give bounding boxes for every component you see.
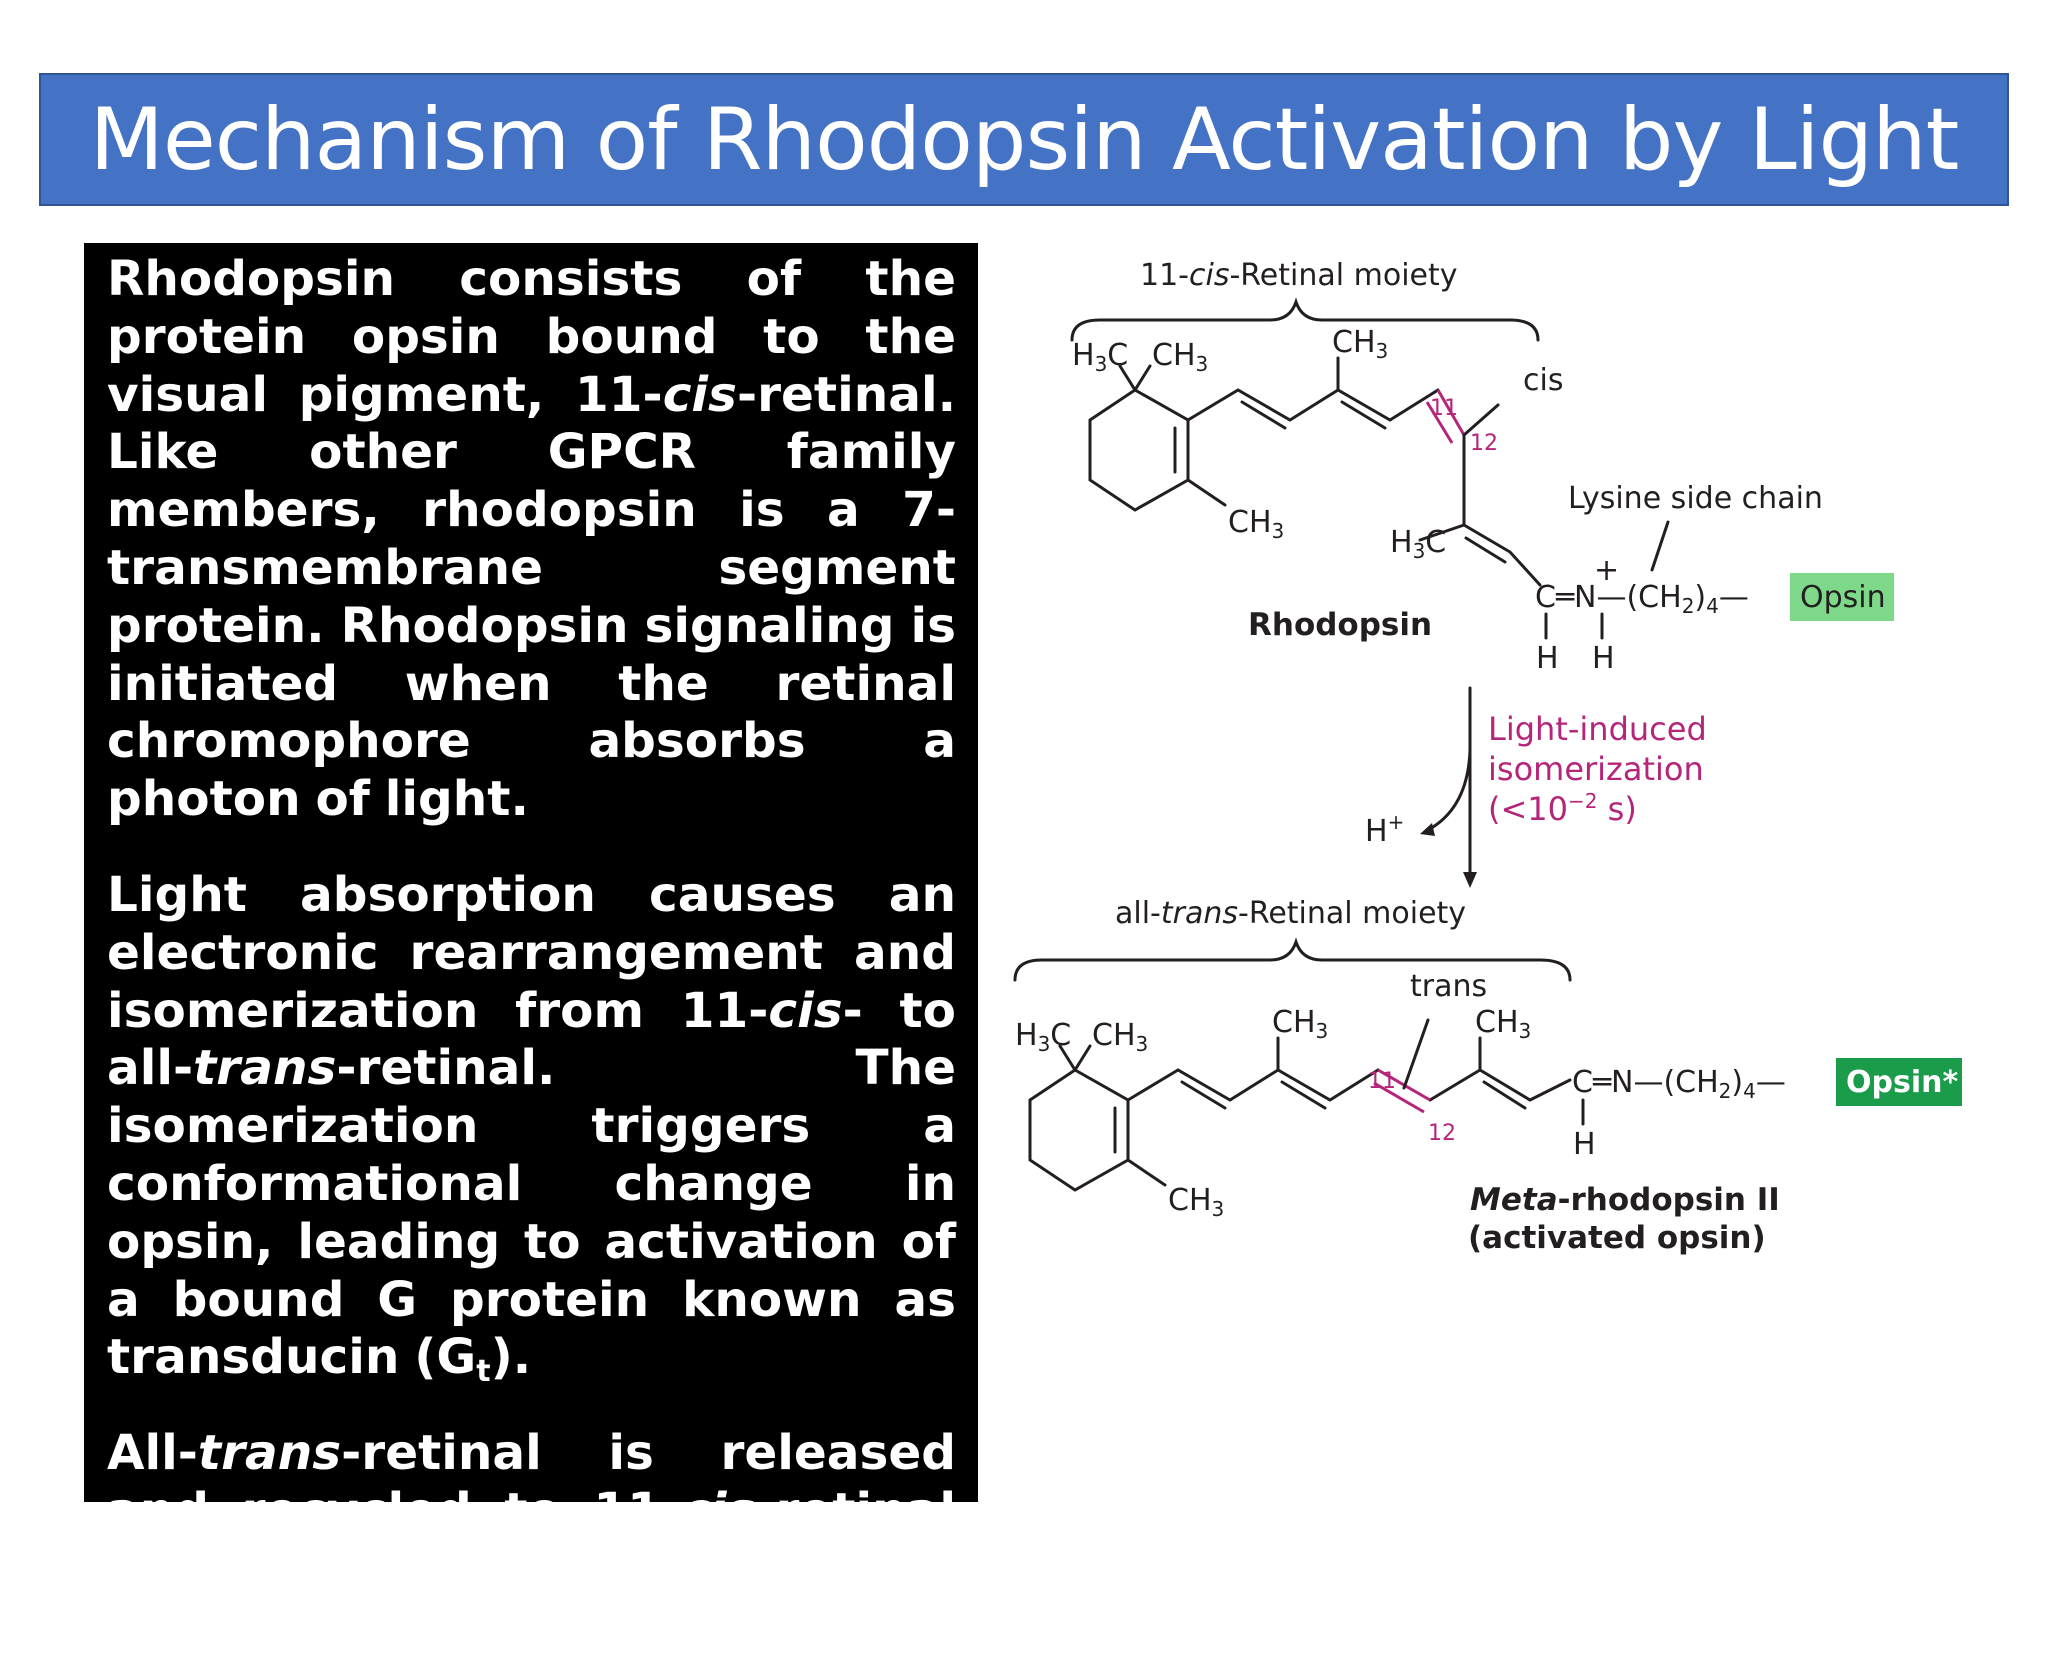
bottom-moiety-label: all-trans-Retinal moiety xyxy=(1115,896,1466,931)
paragraph-2: Light absorption causes an electronic re… xyxy=(107,867,956,1387)
bottom-h3c-ring: H3C xyxy=(1015,1018,1071,1056)
top-bond-11-12-double xyxy=(1425,401,1454,444)
trans-pointer xyxy=(1402,1018,1430,1090)
top-carbon-12: 12 xyxy=(1470,431,1498,456)
cis-label: cis xyxy=(1523,363,1563,398)
bottom-carbon-12: 12 xyxy=(1428,1121,1456,1146)
reaction-arrowhead xyxy=(1463,872,1477,888)
proton-arrow xyxy=(1426,748,1472,832)
top-cis-pointer xyxy=(1462,403,1500,437)
meta-rhodopsin-label: Meta-rhodopsin II xyxy=(1470,1182,1780,1218)
paragraph-3-trans: trans xyxy=(197,1425,342,1482)
opsin-star-tag-label: Opsin* xyxy=(1846,1065,1958,1100)
top-h3c-chain: H3C xyxy=(1390,525,1446,563)
opsin-tag-label: Opsin xyxy=(1800,580,1886,615)
top-ch3-ring: CH3 xyxy=(1152,338,1208,376)
lysine-pointer xyxy=(1650,520,1670,572)
reaction-label-line3: (<10−2 s) xyxy=(1488,789,1637,828)
paragraph-2-text-g: ). xyxy=(490,1329,532,1386)
top-ring xyxy=(1088,364,1227,512)
paragraph-1: Rhodopsin consists of the protein opsin … xyxy=(107,251,956,829)
proton-arrowhead xyxy=(1420,823,1435,836)
slide-title: Mechanism of Rhodopsin Activation by Lig… xyxy=(89,89,1960,190)
bottom-bond-11-12-double xyxy=(1373,1081,1425,1114)
proton-label: H+ xyxy=(1365,810,1404,849)
bottom-ch3-chain-1: CH3 xyxy=(1272,1005,1328,1043)
paragraph-2-subscript-t: t xyxy=(476,1354,491,1390)
rhodopsin-diagram: 11-cis-Retinal moiety H3C CH3 CH3 CH3 H3… xyxy=(980,240,2020,1300)
paragraph-3-cis: cis xyxy=(681,1482,756,1539)
title-bar: Mechanism of Rhodopsin Activation by Lig… xyxy=(39,73,2009,206)
top-imine-charge: + xyxy=(1594,553,1619,588)
top-chain xyxy=(1186,356,1542,587)
opsin-star-tag xyxy=(1836,1058,1962,1106)
text-box: Rhodopsin consists of the protein opsin … xyxy=(84,243,978,1655)
top-h-carbon: H xyxy=(1536,641,1559,676)
top-h-nitrogen: H xyxy=(1592,641,1615,676)
top-moiety-brace xyxy=(1070,297,1540,342)
bottom-moiety-brace xyxy=(1013,937,1572,982)
trans-label: trans xyxy=(1410,969,1487,1004)
bottom-imine: C═N—(CH2)4— xyxy=(1572,1065,1786,1103)
bottom-carbon-11: 11 xyxy=(1368,1069,1396,1094)
paragraph-2-text-a: Light absorption causes an electronic re… xyxy=(107,866,956,1039)
top-ch3-lower: CH3 xyxy=(1228,505,1284,543)
paragraph-1-text-c: -retinal. Like other GPCR family members… xyxy=(107,366,956,828)
top-moiety-label: 11-cis-Retinal moiety xyxy=(1140,258,1458,293)
bottom-ch3-chain-2: CH3 xyxy=(1475,1005,1531,1043)
reaction-label-line1: Light-induced xyxy=(1488,710,1707,748)
activated-opsin-label: (activated opsin) xyxy=(1468,1220,1766,1256)
top-imine: C═N—(CH2)4— xyxy=(1535,580,1749,618)
paragraph-1-text-a: Rhodopsin consists of the protein opsin … xyxy=(107,251,956,423)
paragraph-2-text-e: -retinal. The isomerization triggers a c… xyxy=(107,1040,956,1386)
opsin-tag xyxy=(1790,573,1894,621)
bottom-ch3-ring: CH3 xyxy=(1092,1018,1148,1056)
rhodopsin-label: Rhodopsin xyxy=(1248,607,1432,643)
paragraph-3: All-trans-retinal is released and recycl… xyxy=(107,1425,956,1656)
lysine-label: Lysine side chain xyxy=(1568,481,1823,516)
bottom-chain xyxy=(1126,1036,1572,1110)
top-carbon-11: 11 xyxy=(1430,396,1458,421)
paragraph-3-text-c: -retinal is released and recycled to 11- xyxy=(107,1425,956,1539)
diagram-svg: 11-cis-Retinal moiety H3C CH3 CH3 CH3 H3… xyxy=(1013,258,1962,1256)
top-bond-11-12 xyxy=(1436,389,1466,436)
top-h3c-ring: H3C xyxy=(1072,338,1128,376)
top-ch3-chain: CH3 xyxy=(1332,325,1388,363)
paragraph-1-cis: cis xyxy=(662,366,737,423)
bottom-ring xyxy=(1028,1044,1167,1192)
paragraph-2-text-c: - to all- xyxy=(107,982,956,1097)
paragraph-3-text-a: All- xyxy=(107,1425,198,1482)
reaction-label-line2: isomerization xyxy=(1488,750,1704,788)
paragraph-2-trans: trans xyxy=(193,1040,337,1097)
bottom-h-carbon: H xyxy=(1573,1127,1596,1162)
bottom-ch3-lower: CH3 xyxy=(1168,1183,1224,1221)
paragraph-2-cis: cis xyxy=(768,982,843,1039)
